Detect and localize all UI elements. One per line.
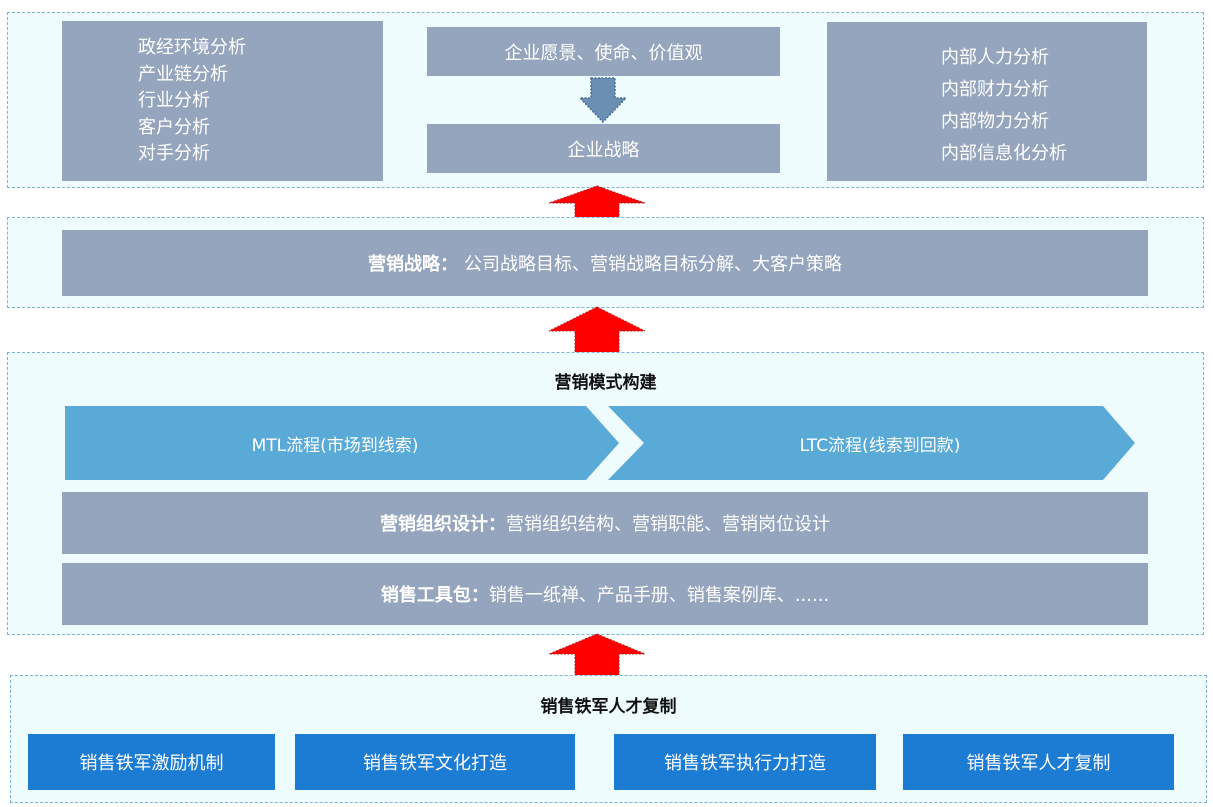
marketing-model-title: 营销模式构建 — [554, 373, 657, 393]
sales-team-item-label: 销售铁军激励机制 — [79, 753, 224, 774]
external-analysis-item: 产业链分析 — [138, 63, 228, 85]
sales-team-incentive-box: 销售铁军激励机制 — [28, 734, 275, 790]
sales-team-item-label: 销售铁军人才复制 — [966, 753, 1111, 774]
up-arrow-icon — [548, 185, 646, 219]
down-arrow-icon — [578, 77, 628, 124]
internal-analysis-item: 内部人力分析 — [941, 47, 1049, 68]
org-design-label: 营销组织设计： — [380, 514, 506, 535]
vision-box: 企业愿景、使命、价值观 — [427, 27, 780, 76]
sales-team-item-label: 销售铁军执行力打造 — [664, 753, 826, 774]
internal-analysis-item: 内部物力分析 — [941, 111, 1049, 132]
enterprise-strategy-text: 企业战略 — [567, 139, 640, 161]
sales-toolkit-content: 销售一纸禅、产品手册、销售案例库、...... — [488, 585, 830, 606]
internal-analysis-item: 内部信息化分析 — [941, 143, 1067, 164]
process-chevrons — [65, 406, 1135, 480]
org-design-content: 营销组织结构、营销职能、营销岗位设计 — [506, 514, 830, 535]
mtl-process-label: MTL流程(市场到线索) — [251, 435, 419, 456]
ltc-process-label: LTC流程(线索到回款) — [799, 435, 961, 456]
marketing-strategy-box: 营销战略： 公司战略目标、营销战略目标分解、大客户策略 — [62, 230, 1148, 296]
external-analysis-item: 政经环境分析 — [138, 37, 246, 58]
up-arrow-icon — [548, 306, 646, 354]
org-design-box: 营销组织设计： 营销组织结构、营销职能、营销岗位设计 — [62, 492, 1148, 554]
mtl-chevron — [65, 406, 619, 480]
marketing-strategy-label: 营销战略： — [368, 254, 458, 275]
external-analysis-item: 客户分析 — [138, 116, 210, 138]
external-analysis-box: 政经环境分析 产业链分析 行业分析 客户分析 对手分析 — [62, 21, 383, 181]
sales-team-title: 销售铁军人才复制 — [540, 697, 677, 717]
sales-team-item-label: 销售铁军文化打造 — [363, 753, 507, 774]
marketing-strategy-content: 公司战略目标、营销战略目标分解、大客户策略 — [464, 254, 842, 275]
sales-toolkit-label: 销售工具包： — [380, 585, 489, 606]
up-arrow-icon — [548, 633, 646, 677]
sales-toolkit-box: 销售工具包： 销售一纸禅、产品手册、销售案例库、...... — [62, 563, 1148, 625]
enterprise-strategy-box: 企业战略 — [427, 124, 780, 173]
sales-team-replication-box: 销售铁军人才复制 — [903, 734, 1174, 790]
external-analysis-item: 行业分析 — [138, 90, 210, 111]
sales-team-culture-box: 销售铁军文化打造 — [295, 734, 575, 790]
internal-analysis-item: 内部财力分析 — [941, 79, 1049, 100]
sales-team-execution-box: 销售铁军执行力打造 — [614, 734, 876, 790]
external-analysis-item: 对手分析 — [138, 143, 210, 164]
ltc-chevron — [608, 406, 1135, 480]
internal-analysis-box: 内部人力分析 内部财力分析 内部物力分析 内部信息化分析 — [827, 22, 1147, 181]
vision-text: 企业愿景、使命、价值观 — [504, 42, 703, 64]
